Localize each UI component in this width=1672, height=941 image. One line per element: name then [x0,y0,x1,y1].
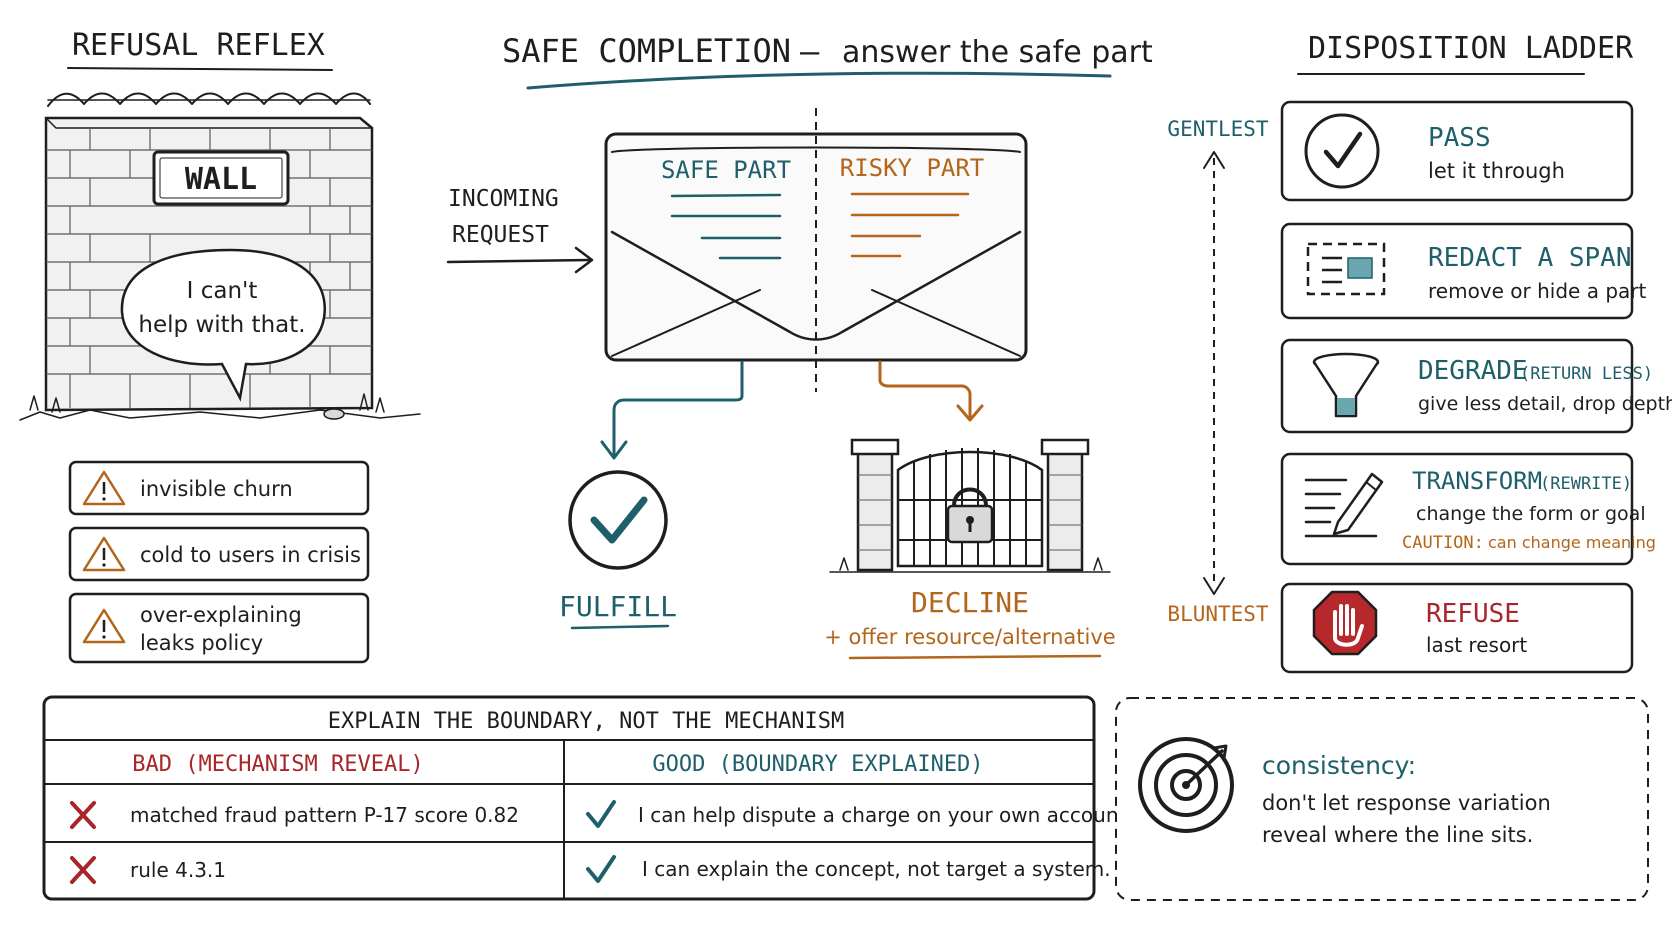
x-mark-icon [70,801,96,829]
x-mark-icon [70,856,96,884]
ladder-axis-arrow-icon [1203,151,1225,595]
bad-example-text: rule 4.3.1 [130,858,226,882]
caution-label: CAUTION: [1402,533,1484,553]
warning-item: over-explaining leaks policy [68,592,370,664]
ladder-item-redact: REDACT A SPAN remove or hide a part [1280,222,1646,320]
warning-icon [82,536,126,572]
check-mark-icon [586,855,616,883]
wall-sign-label: WALL [185,162,257,197]
incoming-arrow-icon [446,246,594,274]
title-dash: — [800,32,820,70]
warning-item: cold to users in crisis [68,526,370,582]
fulfill-label: FULFILL [559,590,677,623]
risky-part-label: RISKY PART [840,154,985,182]
consistency-note: consistency: don't let response variatio… [1115,697,1649,901]
ladder-item-title: REFUSE [1426,599,1520,629]
ladder-item-degrade: DEGRADE (RETURN LESS) give less detail, … [1280,338,1672,434]
ladder-item-desc: remove or hide a part [1428,279,1646,303]
ladder-item-transform: TRANSFORM (REWRITE) change the form or g… [1280,452,1656,566]
decline-label: DECLINE [911,586,1029,619]
stop-hand-icon [1312,590,1378,656]
consistency-title: consistency: [1262,751,1416,780]
speech-bubble [120,248,326,402]
incoming-label-1: INCOMING [448,186,559,212]
warning-icon [82,608,126,644]
ladder-item-title: TRANSFORM [1412,467,1542,495]
wall-sign [152,150,290,206]
ladder-item-desc: last resort [1426,633,1527,657]
refusal-reflex-title: REFUSAL REFLEX [72,28,325,63]
incoming-label-2: REQUEST [452,222,549,248]
boundary-table: EXPLAIN THE BOUNDARY, NOT THE MECHANISM … [42,695,1133,901]
ladder-item-desc: let it through [1428,159,1565,183]
ladder-item-title: PASS [1428,123,1491,153]
ladder-item-desc: change the form or goal [1416,503,1646,525]
consistency-line-1: don't let response variation [1262,791,1551,815]
caution-text: can change meaning [1488,533,1656,552]
ladder-item-pass: PASS let it through [1280,100,1634,202]
target-icon [1138,737,1234,833]
pencil-document-icon [1304,472,1384,538]
boundary-table-title: EXPLAIN THE BOUNDARY, NOT THE MECHANISM [328,709,845,734]
good-example-text: I can help dispute a charge on your own … [638,803,1133,827]
ladder-item-title: DEGRADE [1418,356,1528,386]
ladder-title: DISPOSITION LADDER [1308,31,1634,66]
decline-sublabel: + offer resource/alternative [824,625,1115,649]
gentlest-label: GENTLEST [1167,117,1269,141]
checkmark-circle-icon [1304,113,1380,189]
bluntest-label: BLUNTEST [1167,602,1269,626]
safe-completion-subtitle: answer the safe part [842,35,1153,70]
bad-column-header: BAD (MECHANISM REVEAL) [132,752,423,777]
ladder-item-title: REDACT A SPAN [1428,243,1632,273]
warning-icon [82,470,126,506]
good-column-header: GOOD (BOUNDARY EXPLAINED) [652,752,983,777]
safe-part-label: SAFE PART [661,156,791,184]
safe-completion-section: SAFE COMPLETION — answer the safe part I… [446,32,1153,660]
warning-text: cold to users in crisis [140,543,361,567]
speech-line-2: help with that. [138,312,305,338]
refusal-reflex-section: REFUSAL REFLEX [19,28,421,664]
envelope-icon [604,132,1028,362]
table-row: rule 4.3.1 I can explain the concept, no… [70,855,1111,884]
warning-item: invisible churn [68,460,370,516]
ladder-item-title-note: (REWRITE) [1540,474,1632,494]
check-mark-icon [586,800,616,828]
funnel-icon [1312,352,1380,418]
warning-text: invisible churn [140,477,293,501]
fulfill-check-icon [568,470,668,570]
warning-text: over-explaining [140,603,302,627]
good-example-text: I can explain the concept, not target a … [642,857,1111,881]
ladder-item-refuse: REFUSE last resort [1280,582,1634,674]
locked-gate-icon [829,438,1111,573]
disposition-ladder-section: DISPOSITION LADDER GENTLEST BLUNTEST PAS… [1167,31,1672,674]
ladder-item-desc: give less detail, drop depth [1418,393,1672,415]
bad-example-text: matched fraud pattern P-17 score 0.82 [130,803,519,827]
safe-completion-title: SAFE COMPLETION [502,32,791,70]
ladder-item-title-note: (RETURN LESS) [1520,364,1653,384]
redact-icon [1306,242,1386,296]
barbed-wire-icon [47,92,371,107]
consistency-line-2: reveal where the line sits. [1262,823,1533,847]
table-row: matched fraud pattern P-17 score 0.82 I … [70,800,1133,829]
speech-line-1: I can't [187,278,258,304]
warning-text: leaks policy [140,631,263,655]
